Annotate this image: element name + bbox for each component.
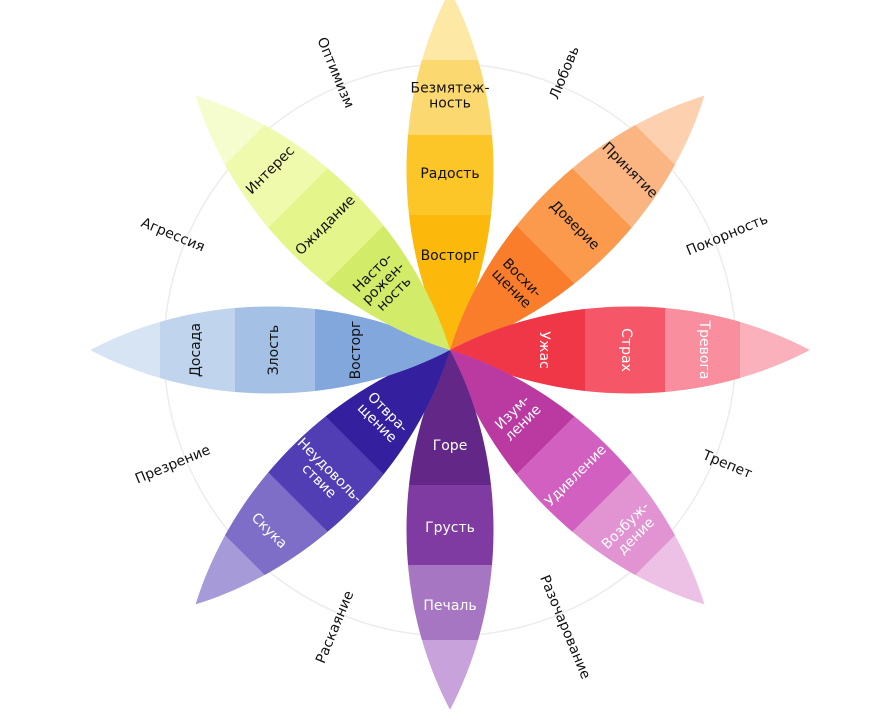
emotion-label-blue-2: Восторг: [348, 321, 364, 380]
emotion-label-red-0: Тревога: [696, 320, 712, 380]
emotion-label-yellow-2: Восторг: [421, 248, 480, 264]
petal-band: [406, 565, 494, 640]
dyad-label-3: Разочарование: [536, 573, 593, 682]
emotion-label-yellow-0: Безмятеж-ность: [410, 81, 489, 112]
dyad-label-0: Любовь: [547, 44, 583, 102]
petal-band: [406, 485, 494, 565]
emotion-label-red-2: Ужас: [536, 331, 552, 368]
petal-band: [235, 306, 315, 394]
petal-band: [585, 306, 665, 394]
emotion-label-yellow-1: Радость: [420, 166, 479, 182]
emotion-label-blue-1: Злость: [266, 325, 282, 376]
dyad-label-7: Оптимизм: [313, 35, 357, 111]
emotion-label-purple-2: Горе: [433, 438, 468, 454]
emotion-label-blue-0: Досада: [188, 323, 204, 377]
emotion-label-purple-0: Печаль: [423, 598, 476, 614]
dyad-label-6: Агрессия: [139, 215, 207, 256]
petal-band: [406, 60, 494, 135]
dyad-label-5: Презрение: [133, 442, 213, 487]
dyad-label-4: Раскаяние: [313, 589, 357, 666]
emotion-label-red-1: Страх: [618, 328, 634, 372]
petals-layer: Безмятеж-ностьРадостьВосторгПринятиеДове…: [90, 0, 810, 710]
petal-band: [406, 135, 494, 215]
emotion-label-purple-1: Грусть: [425, 520, 475, 536]
dyad-label-2: Трепет: [699, 447, 754, 482]
dyad-label-1: Покорность: [684, 211, 770, 259]
